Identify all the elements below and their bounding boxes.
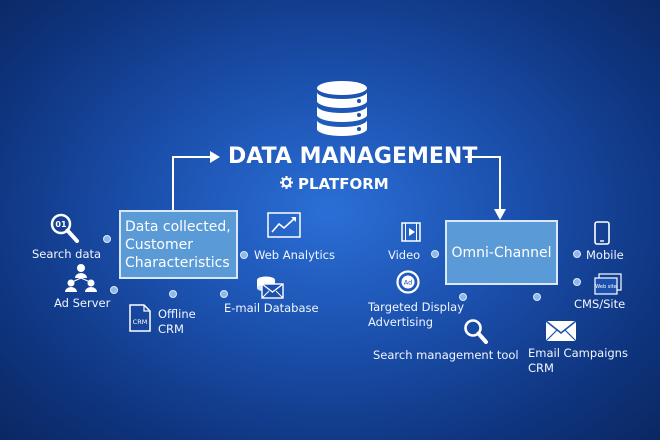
search-management-label: Search management tool: [373, 348, 519, 362]
gear-icon: [280, 175, 293, 193]
arrowhead-right: [210, 151, 220, 163]
database-icon: [315, 80, 369, 140]
cms-site-label: CMS/Site: [574, 297, 626, 311]
document-icon: CRM: [129, 304, 151, 332]
ad-badge-text: Ad: [404, 279, 412, 287]
targeted-display-label: Targeted Display: [368, 300, 464, 314]
envelope-stack-icon: [252, 275, 284, 299]
email-database-label: E-mail Database: [224, 301, 319, 315]
arrow-to-omni: [465, 156, 501, 210]
advertising-label: Advertising: [368, 315, 434, 329]
crm-doc-text: CRM: [133, 318, 148, 326]
arrowhead-down: [494, 209, 506, 220]
email-campaigns-label: Email Campaigns: [528, 346, 628, 360]
web-analytics-label: Web Analytics: [254, 248, 335, 262]
email-crm-label: CRM: [528, 361, 554, 375]
website-icon: Web site: [594, 273, 622, 295]
envelope-icon: [545, 320, 577, 342]
search-digits: 01: [55, 220, 67, 229]
box-line-1: Data collected,: [125, 219, 231, 235]
omni-channel-box: Omni-Channel: [445, 220, 558, 285]
arrow-to-title: [172, 156, 210, 210]
phone-icon: [594, 221, 610, 245]
website-icon-text: Web site: [595, 284, 617, 290]
subtitle: PLATFORM: [280, 175, 389, 193]
target-icon: Ad: [396, 270, 420, 294]
video-icon: [401, 222, 421, 242]
connector-dots: [103, 235, 581, 301]
people-icon: [64, 263, 98, 293]
offline-label: Offline: [158, 307, 196, 321]
search-data-label: Search data: [32, 247, 102, 261]
box-line-3: Characteristics: [125, 255, 230, 271]
ad-server-label: Ad Server: [54, 296, 111, 310]
search-tool-icon: [463, 318, 489, 346]
mobile-label: Mobile: [586, 248, 624, 262]
omni-channel-label: Omni-Channel: [451, 244, 552, 261]
subtitle-text: PLATFORM: [298, 175, 389, 193]
page-title: DATA MANAGEMENT: [228, 144, 478, 169]
magnifier-icon: 01: [50, 213, 80, 245]
box-line-2: Customer: [125, 237, 194, 253]
chart-icon: [267, 212, 301, 238]
video-label: Video: [388, 248, 421, 262]
data-collected-box: Data collected, Customer Characteristics: [119, 210, 238, 279]
crm-label: CRM: [158, 322, 184, 336]
